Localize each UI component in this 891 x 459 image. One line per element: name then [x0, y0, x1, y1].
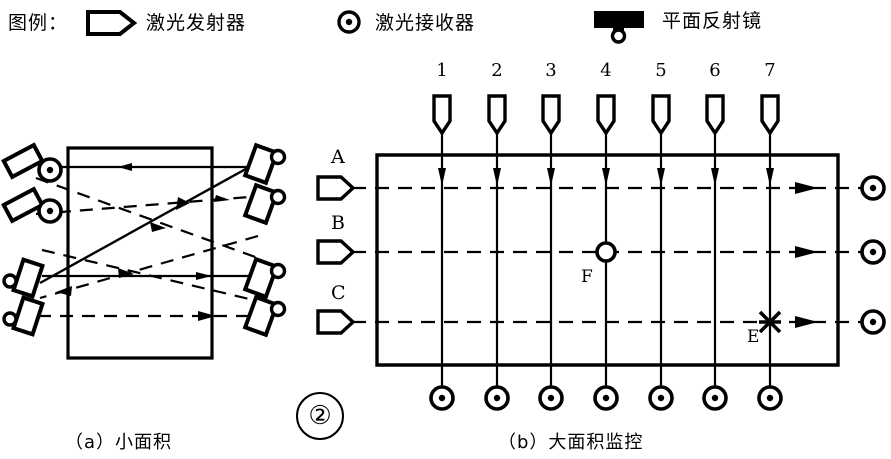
panel-a-mirror-right-1 — [245, 145, 284, 183]
panel-a-beam-solid-top — [62, 163, 268, 171]
legend-label-receiver: 激光接收器 — [375, 12, 476, 34]
panel-b-bottom-receiver-3 — [540, 387, 562, 409]
panel-b-column-beam-7 — [766, 133, 774, 386]
panel-b-bottom-receiver-1 — [431, 387, 453, 409]
panel-a-mirror-left-1 — [4, 145, 42, 177]
panel-b-right-receiver-b — [862, 241, 884, 263]
panel-b-top-emitter-5 — [653, 96, 669, 133]
panel-b-column-beam-3 — [547, 133, 555, 386]
panel-b-column-beam-6 — [711, 133, 719, 386]
panel-a-beam-dashed-2 — [36, 195, 262, 214]
row-label-b: B — [331, 212, 345, 234]
laser-receiver-icon — [339, 12, 359, 32]
point-e-marker — [759, 312, 781, 332]
panel-a-caption: （a）小面积 — [65, 432, 173, 453]
panel-a-mirror-left-3 — [4, 260, 42, 297]
panel-b-column-beam-5 — [657, 133, 665, 386]
panel-b-top-emitter-1 — [434, 96, 450, 133]
column-label-1: 1 — [436, 60, 448, 81]
panel-b-bottom-receiver-5 — [650, 387, 672, 409]
column-label-6: 6 — [709, 60, 721, 81]
point-f-label: F — [581, 267, 593, 287]
panel-b-column-beam-1 — [438, 133, 446, 386]
column-label-3: 3 — [545, 60, 557, 81]
panel-a-mirror-right-3 — [245, 259, 284, 297]
figure-number: ② — [296, 392, 344, 440]
panel-b-top-emitter-3 — [543, 96, 559, 133]
panel-a-beam-solid-diagonal — [40, 160, 262, 283]
panel-b-caption: （b）大面积监控 — [498, 432, 644, 453]
panel-a-beam-dashed-1 — [36, 178, 258, 258]
panel-b-room — [377, 155, 838, 365]
panel-b-bottom-receiver-4 — [595, 387, 617, 409]
legend-label-mirror: 平面反射镜 — [662, 10, 763, 32]
panel-b-column-beam-2 — [493, 133, 501, 386]
column-label-2: 2 — [491, 60, 503, 81]
panel-b-top-emitter-4 — [598, 96, 614, 133]
panel-b-top-emitter-7 — [762, 96, 778, 133]
column-label-5: 5 — [655, 60, 667, 81]
panel-b-top-emitter-6 — [707, 96, 723, 133]
panel-a-beam-dashed-4 — [40, 236, 258, 298]
panel-b-left-emitter-c — [318, 311, 353, 333]
panel-b-bottom-receiver-7 — [759, 387, 781, 409]
panel-b-right-receiver-a — [862, 177, 884, 199]
plane-mirror-icon — [594, 11, 644, 42]
point-e-label: E — [747, 327, 760, 347]
legend-label-emitter: 激光发射器 — [146, 12, 247, 34]
panel-a-room — [68, 148, 212, 358]
panel-b-bottom-receiver-6 — [704, 387, 726, 409]
panel-a-receiver-left-2 — [39, 200, 61, 222]
panel-b-right-receiver-c — [862, 311, 884, 333]
row-label-c: C — [331, 282, 346, 304]
row-label-a: A — [331, 146, 345, 168]
panel-b-left-emitter-a — [318, 177, 353, 199]
panel-b-top-emitter-2 — [489, 96, 505, 133]
panel-a-mirror-left-4 — [4, 298, 42, 335]
panel-a-mirror-right-4 — [245, 297, 284, 335]
panel-b-left-emitter-b — [318, 241, 353, 263]
panel-a-mirror-right-2 — [245, 185, 284, 223]
legend-title: 图例： — [8, 12, 69, 34]
laser-emitter-icon — [88, 12, 134, 34]
panel-a-receiver-left-1 — [39, 159, 61, 181]
panel-b-row-beam-a — [352, 182, 862, 194]
panel-a-mirror-left-2 — [4, 189, 42, 221]
column-label-4: 4 — [600, 60, 612, 81]
point-f-marker — [597, 243, 615, 261]
column-label-7: 7 — [764, 60, 776, 81]
panel-b-bottom-receiver-2 — [486, 387, 508, 409]
panel-a-beam-dashed-bottom — [38, 311, 266, 321]
